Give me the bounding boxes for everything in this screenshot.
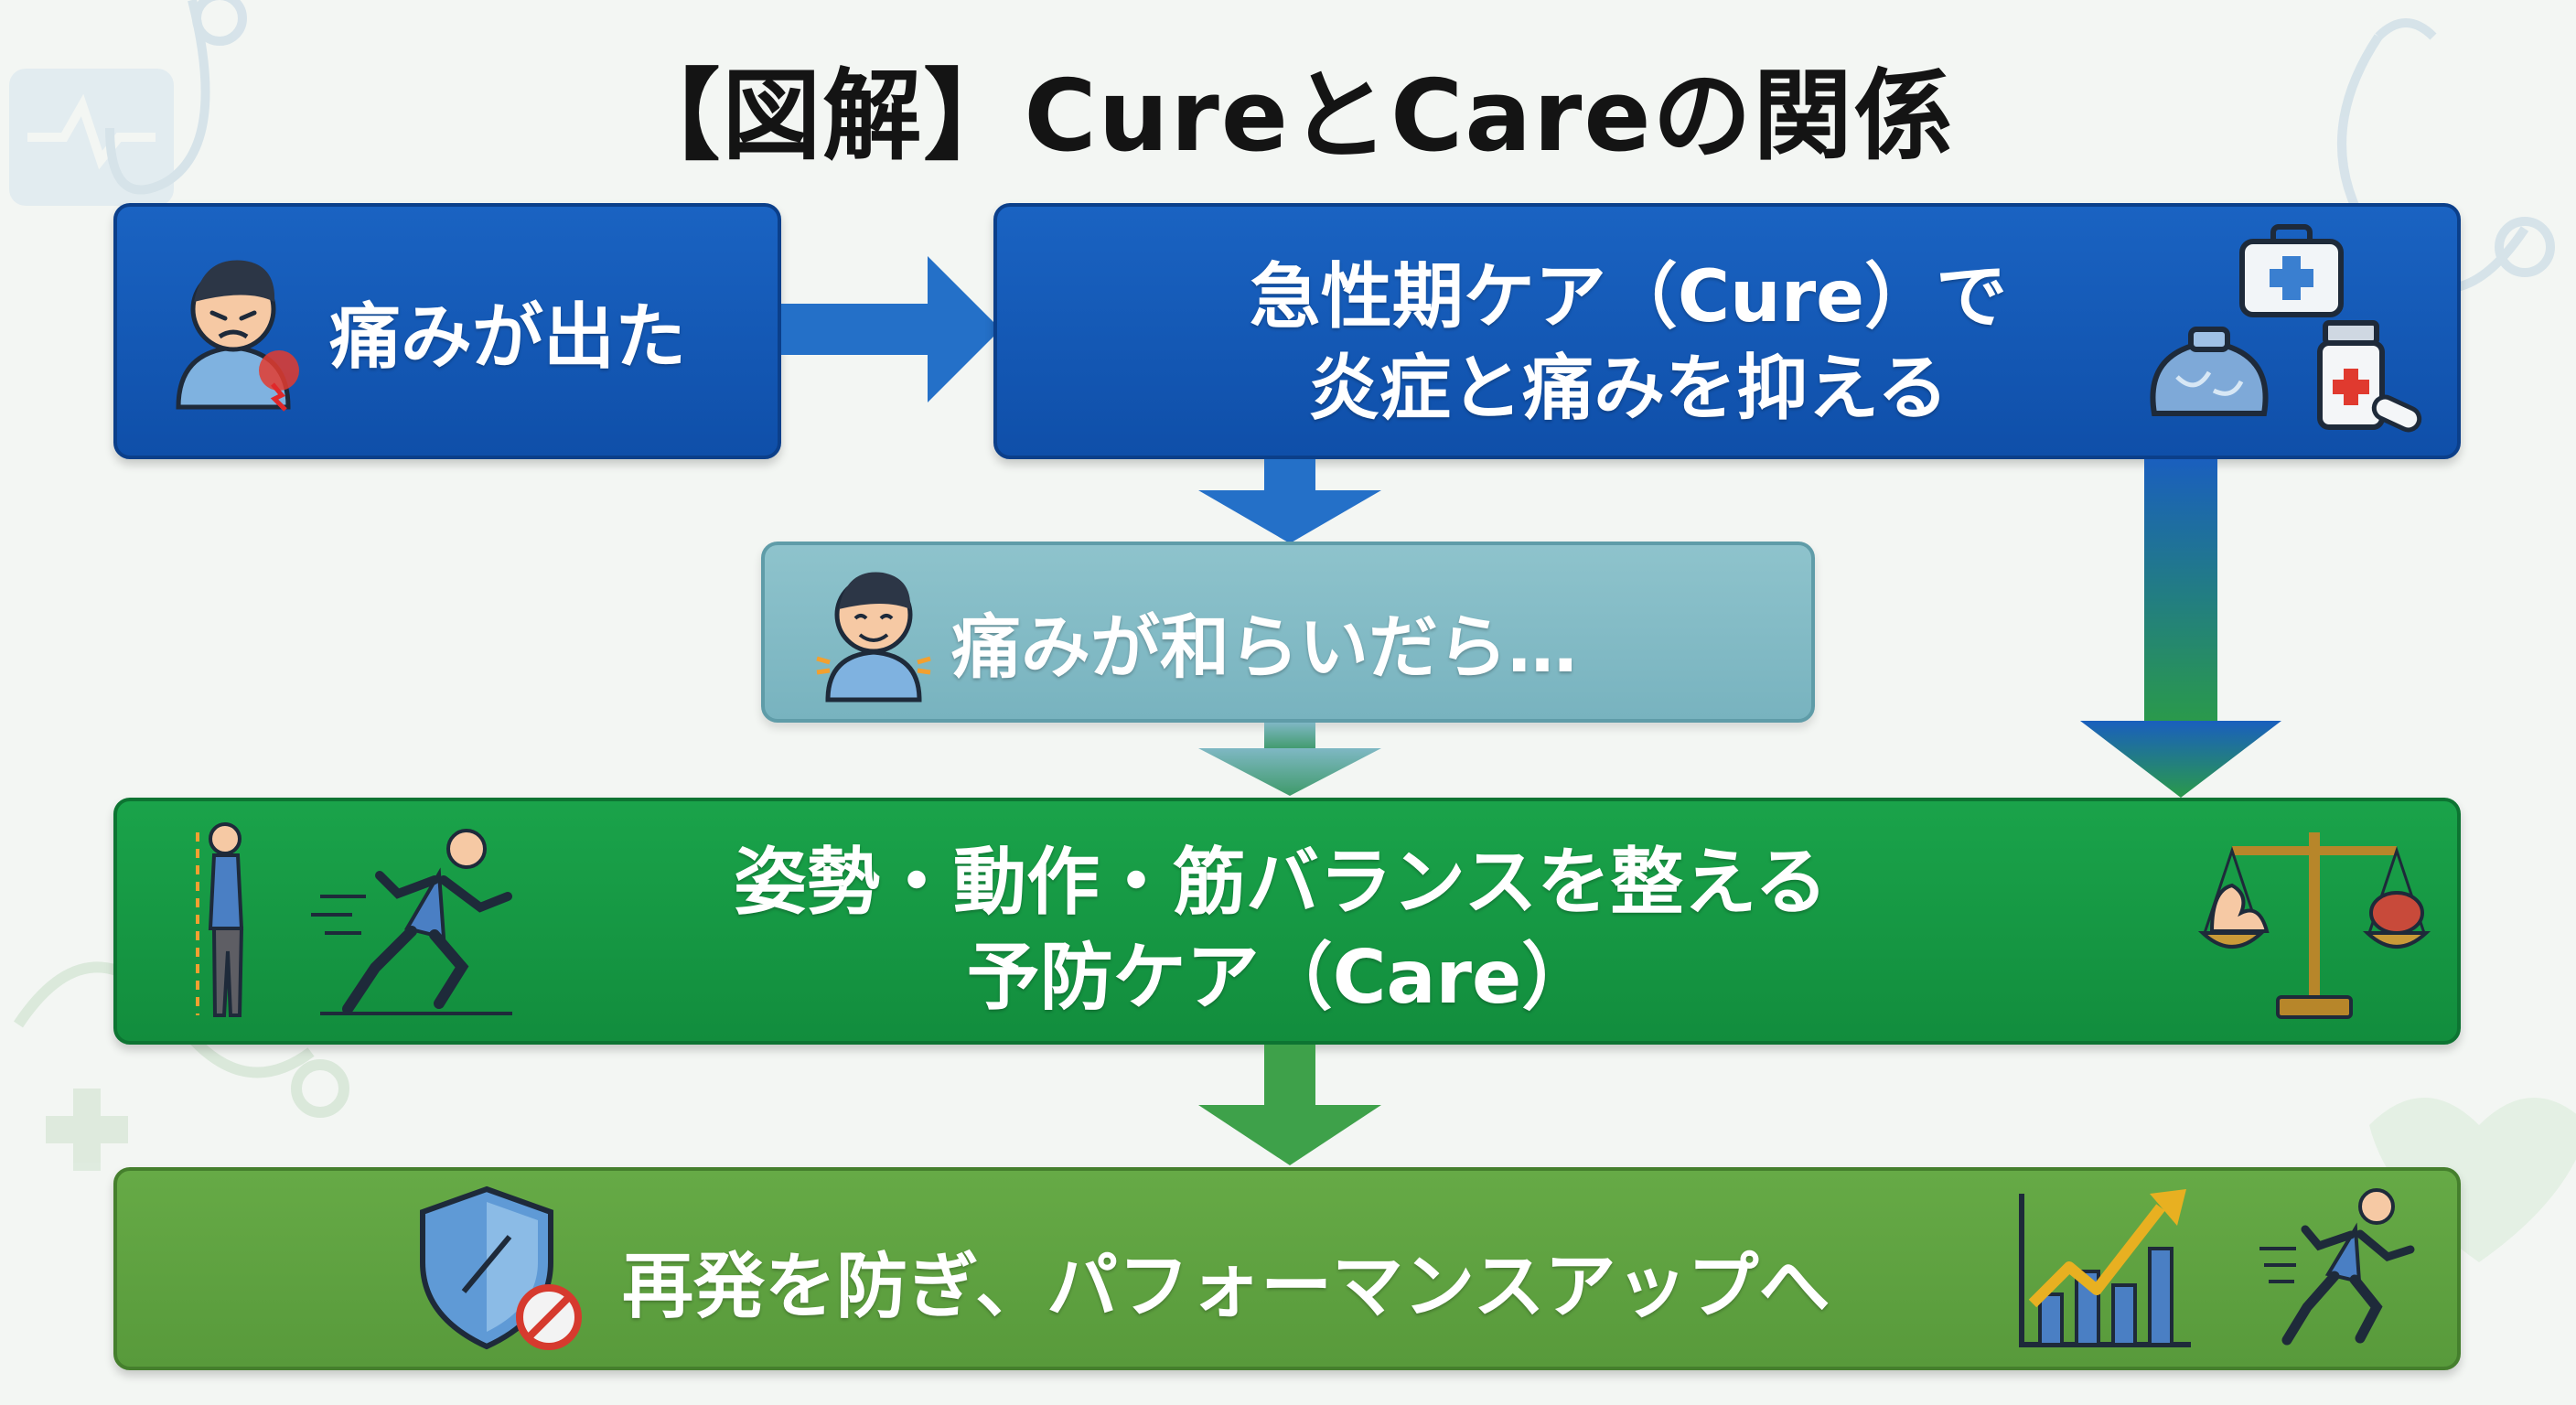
shield-icon [420, 1185, 582, 1350]
growth-chart-icon [2019, 1189, 2191, 1347]
relieved-person-icon [816, 572, 931, 702]
arrow-cure-to-care [2080, 459, 2281, 798]
care-box [113, 798, 2461, 1045]
ice-bag-icon [2150, 327, 2269, 416]
care-label-line2: 予防ケア（Care） [966, 935, 1595, 1020]
relief-label: 痛みが和らいだら… [951, 606, 1577, 688]
medicine-bottle-icon [2317, 320, 2422, 433]
arrow-relief-to-care [1198, 723, 1381, 796]
result-label: 再発を防ぎ、パフォーマンスアップへ [622, 1246, 1830, 1328]
first-aid-kit-icon [2239, 224, 2344, 317]
pained-person-icon [176, 260, 299, 412]
pain-label: 痛みが出た [329, 296, 687, 379]
arrow-pain-to-cure [781, 256, 1001, 402]
arrow-care-to-result [1198, 1045, 1381, 1165]
relief-box [761, 542, 1815, 723]
care-label-line1: 姿勢・動作・筋バランスを整える [734, 840, 1828, 925]
runner-icon [311, 829, 512, 1015]
arrow-cure-to-relief [1198, 459, 1381, 543]
standing-posture-icon [196, 822, 244, 1017]
diagram-title: 【図解】CureとCareの関係 [621, 59, 1955, 174]
sprinter-icon [2259, 1188, 2415, 1346]
cure-label-line2: 炎症と痛みを抑える [1308, 348, 1948, 430]
balance-scale-icon [2197, 832, 2431, 1019]
cure-label-line1: 急性期ケア（Cure）で [1249, 256, 2008, 338]
